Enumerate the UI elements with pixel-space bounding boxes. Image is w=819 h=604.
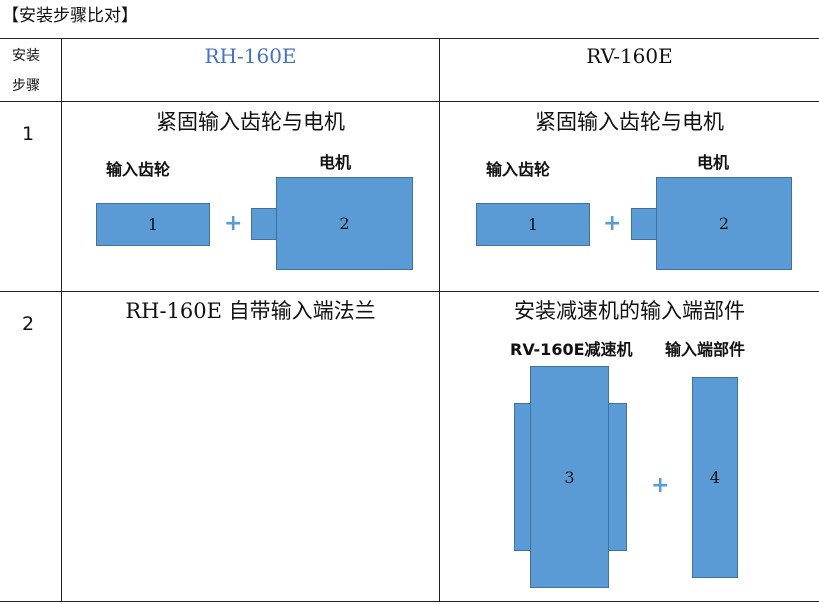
rv-input-gear-block: 1 xyxy=(476,203,590,246)
rh-plus-icon: + xyxy=(224,211,243,236)
rv-step1-title: 紧固输入齿轮与电机 xyxy=(535,110,724,134)
rv-input-part-block: 4 xyxy=(692,377,738,578)
rv-reducer-label: RV-160E减速机 xyxy=(510,340,633,359)
table-top-border xyxy=(0,38,819,39)
rv-step2-title: 安装减速机的输入端部件 xyxy=(514,299,745,323)
header-row-divider xyxy=(0,101,819,102)
rv-block4-number: 4 xyxy=(709,468,721,487)
rv-block2-number: 2 xyxy=(718,214,730,233)
rv-reducer-right-flange xyxy=(607,403,627,551)
rv-motor-label: 电机 xyxy=(697,153,730,172)
rh-motor-shaft-block xyxy=(251,208,278,240)
rh-column-header: RH-160E xyxy=(204,44,297,68)
document-title: 【安装步骤比对】 xyxy=(2,6,138,26)
step-column-header-line1: 安装 xyxy=(12,48,40,64)
rh-block2-number: 2 xyxy=(339,214,350,233)
step-number: 1 xyxy=(22,123,35,145)
rv-reducer-block: 3 xyxy=(530,366,609,588)
rh-step1-title: 紧固输入齿轮与电机 xyxy=(156,110,345,134)
rv-plus-icon: + xyxy=(603,211,622,236)
rv-input-part-label: 输入端部件 xyxy=(665,340,746,359)
rh-block1-number: 1 xyxy=(147,215,159,234)
rv-block3-number: 3 xyxy=(564,467,575,487)
rh-input-gear-label: 输入齿轮 xyxy=(106,160,171,179)
rv-column-header: RV-160E xyxy=(586,44,673,68)
table-bottom-border xyxy=(0,601,819,602)
step-column-header-line2: 步骤 xyxy=(12,78,40,94)
rv-block1-number: 1 xyxy=(527,215,539,234)
rh-motor-label: 电机 xyxy=(319,153,352,172)
rh-motor-block: 2 xyxy=(276,177,413,270)
rv-motor-block: 2 xyxy=(656,177,792,270)
step-number: 2 xyxy=(22,313,35,335)
rv-step2-plus-icon: + xyxy=(651,473,670,498)
rh-input-gear-block: 1 xyxy=(96,203,210,246)
rv-motor-shaft-block xyxy=(631,208,658,240)
rh-step2-title: RH-160E 自带输入端法兰 xyxy=(125,299,376,323)
row1-divider xyxy=(0,291,819,292)
rv-input-gear-label: 输入齿轮 xyxy=(486,160,551,179)
